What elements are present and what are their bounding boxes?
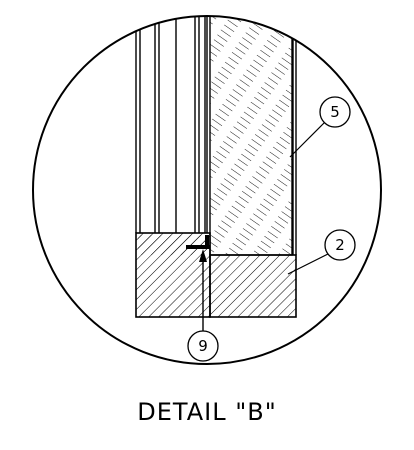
callout-2-bubble	[324, 229, 356, 261]
callout-2-label: 2	[335, 236, 345, 254]
frame-stiles	[135, 16, 297, 255]
callout-9-label: 9	[198, 337, 208, 355]
detail-caption: DETAIL "B"	[137, 398, 277, 426]
callout-9-bubble	[187, 330, 219, 362]
callout-5-bubble	[319, 96, 351, 128]
detail-circle	[32, 15, 382, 365]
glass-pane	[209, 16, 293, 256]
callout-5-label: 5	[330, 103, 340, 121]
sill-block-right	[209, 254, 297, 318]
callout-5: 5	[289, 96, 351, 158]
callout-9: 9	[187, 249, 219, 362]
gasket	[186, 245, 210, 249]
callout-2: 2	[287, 229, 356, 275]
